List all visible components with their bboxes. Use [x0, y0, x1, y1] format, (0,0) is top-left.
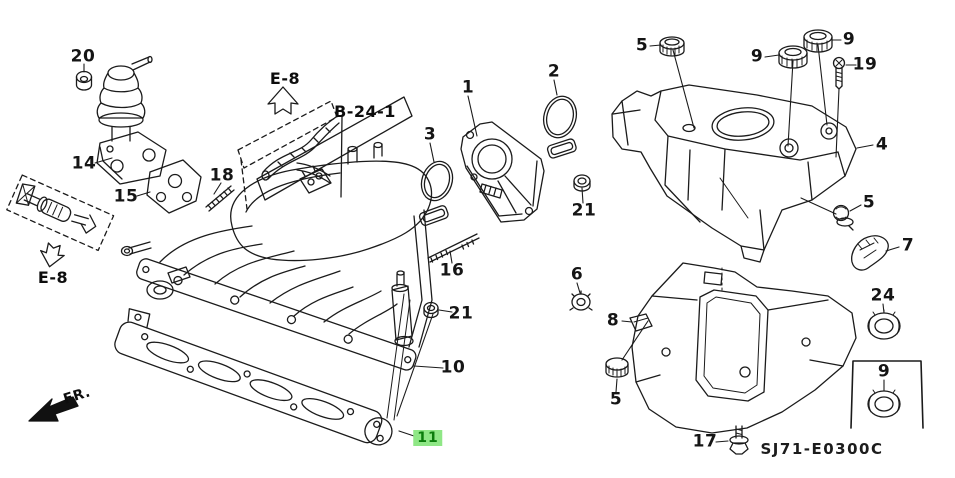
leader-lines	[83, 39, 900, 443]
grommet-6-drawing	[569, 290, 593, 311]
stud-18-drawing	[205, 185, 235, 212]
vacuum-hose-panels-drawing	[237, 96, 413, 210]
part-label-3[interactable]: 3	[423, 124, 437, 145]
part-label-9c[interactable]: 9	[877, 361, 891, 382]
part-label-5b[interactable]: 5	[862, 192, 876, 213]
part-label-5c[interactable]: 5	[609, 389, 623, 410]
ref-label-e8-left[interactable]: E-8	[37, 268, 69, 287]
part-label-21b[interactable]: 21	[448, 303, 474, 324]
grommet-24-drawing	[867, 309, 901, 340]
cap-5a-drawing	[659, 36, 685, 57]
part-label-2[interactable]: 2	[547, 61, 561, 82]
part-label-7[interactable]: 7	[901, 235, 915, 256]
part-label-14[interactable]: 14	[71, 153, 97, 174]
part-label-16[interactable]: 16	[439, 260, 465, 281]
e8-up-arrow-icon	[267, 86, 299, 115]
part-label-8[interactable]: 8	[606, 310, 620, 331]
clip-7-drawing	[851, 235, 889, 271]
part-label-20[interactable]: 20	[70, 46, 96, 67]
part-label-4[interactable]: 4	[875, 134, 889, 155]
part-label-24[interactable]: 24	[870, 285, 896, 306]
part-label-6[interactable]: 6	[570, 264, 584, 285]
intake-manifold-drawing	[120, 141, 433, 371]
part-label-19[interactable]: 19	[852, 54, 878, 75]
upper-cover-drawing	[611, 84, 857, 263]
cap-5c-drawing	[605, 357, 629, 378]
cap-9b-drawing	[803, 29, 833, 53]
grommet-9c-drawing	[867, 387, 901, 418]
part-label-21a[interactable]: 21	[571, 200, 597, 221]
screw-19-drawing	[832, 56, 846, 90]
oring-3-drawing	[418, 160, 454, 226]
front-arrow-icon	[28, 396, 79, 422]
grommet-9c-bracket	[850, 360, 924, 429]
ref-label-b24-1[interactable]: B-24-1	[334, 102, 396, 121]
part-label-15[interactable]: 15	[113, 186, 139, 207]
ref-label-e8-top[interactable]: E-8	[269, 69, 301, 88]
lower-cover-drawing	[629, 262, 857, 434]
nut-21b-drawing	[423, 301, 439, 319]
part-label-10[interactable]: 10	[440, 357, 466, 378]
bolt-17-drawing	[729, 425, 749, 455]
flange-plate-1-drawing	[460, 121, 545, 223]
part-label-9b[interactable]: 9	[842, 29, 856, 50]
part-label-11-highlighted[interactable]: 11	[413, 430, 443, 446]
purge-valve-box-drawing	[6, 174, 115, 252]
diagram-code: SJ71-E0300C	[760, 440, 884, 458]
nut-20-drawing	[75, 70, 93, 91]
part-label-17[interactable]: 17	[692, 431, 718, 452]
bolt-5b-drawing	[832, 204, 854, 231]
e8-down-arrow-icon	[40, 242, 65, 268]
part-label-1[interactable]: 1	[461, 77, 475, 98]
egr-valve-drawing	[96, 55, 167, 185]
part-label-5a[interactable]: 5	[635, 35, 649, 56]
oring-2-drawing	[542, 95, 578, 159]
egr-gasket-15-drawing	[146, 159, 202, 214]
stud-16-drawing	[427, 233, 480, 263]
part-label-18[interactable]: 18	[209, 165, 235, 186]
manifold-gasket-11-drawing	[114, 293, 411, 446]
part-label-9a[interactable]: 9	[750, 46, 764, 67]
